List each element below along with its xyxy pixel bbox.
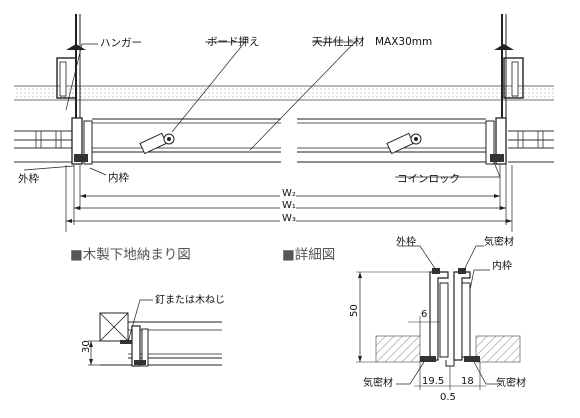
w1-dimension: W₁ [282, 200, 296, 211]
outer-frame-label: 外枠 [18, 172, 39, 185]
detail-inner-frame-label: 内枠 [492, 259, 512, 272]
left-ceiling-board [14, 130, 74, 163]
left-frame [71, 117, 93, 165]
detail-leaders [396, 245, 498, 385]
right-hanger [494, 14, 524, 120]
detail-view: ■詳細図 外枠 気密材 内枠 気密材 気密材 [282, 235, 526, 403]
coin-lock-label: コインロック [397, 173, 460, 185]
ceiling-finish-label: 天井仕上材 MAX30mm [312, 35, 432, 48]
wood-frame-inner [141, 328, 149, 367]
ceiling-slab [14, 86, 554, 100]
detail-gasket-left-label: 気密材 [363, 376, 393, 389]
detail-height-dimension: 50 [349, 304, 360, 317]
inner-frame-label: 内枠 [108, 171, 129, 184]
detail-left-dimension: 19.5 [422, 376, 444, 387]
detail-gap-dimension: 6 [421, 309, 427, 320]
hanger-label: ハンガー [100, 37, 142, 49]
ceiling-panel-right [294, 118, 486, 163]
detail-heading: ■詳細図 [282, 247, 335, 263]
right-frame [485, 117, 507, 165]
w3-dimension: W₃ [282, 213, 296, 224]
right-hatched-base [475, 335, 521, 363]
leader-lines [23, 41, 501, 178]
frame-profile [420, 268, 480, 367]
board-press-clip-right [386, 132, 422, 155]
dimension-arrows [66, 194, 512, 223]
detail-gasket-right-label: 気密材 [496, 376, 526, 389]
right-ceiling-board [508, 130, 554, 163]
left-hatched-base [375, 335, 421, 363]
wood-base-detail: ■木製下地納まり図 釘または木ねじ 30 [70, 247, 225, 367]
wood-frame-outer [131, 325, 141, 367]
nail-label: 釘または木ねじ [155, 293, 225, 306]
board-press-label: ボード押え [207, 35, 260, 48]
wood-height-dimension: 30 [81, 340, 92, 353]
detail-gasket-top-label: 気密材 [484, 235, 514, 248]
board-press-clip-left [139, 132, 175, 155]
left-hanger [56, 14, 86, 120]
detail-outer-frame-label: 外枠 [396, 235, 416, 248]
w2-dimension: W₂ [282, 188, 296, 199]
detail-right-dimension: 18 [461, 376, 474, 387]
section-view: ハンガー ボード押え 天井仕上材 MAX30mm 外枠 内枠 コインロック W₂… [14, 14, 554, 232]
wood-base-heading: ■木製下地納まり図 [70, 247, 191, 263]
detail-gap-bottom-dimension: 0.5 [440, 392, 456, 403]
ceiling-panel-left [92, 118, 284, 163]
